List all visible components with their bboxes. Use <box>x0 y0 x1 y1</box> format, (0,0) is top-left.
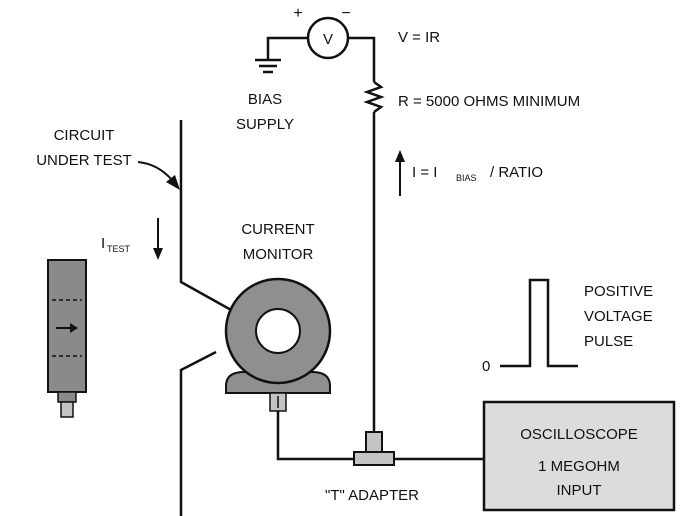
current-label: CURRENT <box>241 221 314 238</box>
under-test-label: UNDER TEST <box>36 152 132 169</box>
resistor-label: R = 5000 OHMS MINIMUM <box>398 93 580 110</box>
bias-label: BIAS <box>248 91 282 108</box>
t-adapter-label: "T" ADAPTER <box>325 487 419 504</box>
zero-level-label: 0 <box>482 358 490 375</box>
test-current-subscript: TEST <box>107 244 131 254</box>
positive-label: POSITIVE <box>584 283 653 300</box>
ground-lead-wire <box>266 36 307 60</box>
test-current-symbol: I <box>101 235 105 252</box>
minus-sign: − <box>341 5 350 22</box>
voltmeter-icon <box>306 16 350 60</box>
pointer-arrow-icon <box>137 161 180 190</box>
bias-current-prefix: I = I <box>412 164 437 181</box>
voltage-label: VOLTAGE <box>584 308 653 325</box>
t-adapter-icon <box>353 431 395 466</box>
oscilloscope-box <box>482 400 676 512</box>
bias-current-arrow-icon <box>395 150 405 196</box>
conductor-lower-wire <box>179 350 217 516</box>
bias-current-suffix: / RATIO <box>490 164 543 181</box>
monitor-output-wire <box>276 411 354 461</box>
input-label: INPUT <box>557 482 602 499</box>
monitor-label: MONITOR <box>243 246 314 263</box>
plus-sign: + <box>293 5 302 22</box>
oscilloscope-label: OSCILLOSCOPE <box>520 426 638 443</box>
supply-label: SUPPLY <box>236 116 294 133</box>
current-probe-icon <box>47 259 87 418</box>
bias-current-subscript: BIAS <box>456 173 477 183</box>
test-current-arrow-icon <box>153 218 163 260</box>
circuit-label: CIRCUIT <box>54 127 115 144</box>
pulse-waveform <box>500 278 578 368</box>
bias-supply-circuit <box>255 36 385 434</box>
ohms-law-label: V = IR <box>398 29 440 46</box>
voltmeter-symbol: V <box>323 31 333 48</box>
voltmeter-to-resistor-wire <box>349 36 376 82</box>
megohm-label: 1 MEGOHM <box>538 458 620 475</box>
current-monitor-icon <box>224 277 332 412</box>
pulse-label: PULSE <box>584 333 633 350</box>
resistor-icon <box>363 80 385 114</box>
